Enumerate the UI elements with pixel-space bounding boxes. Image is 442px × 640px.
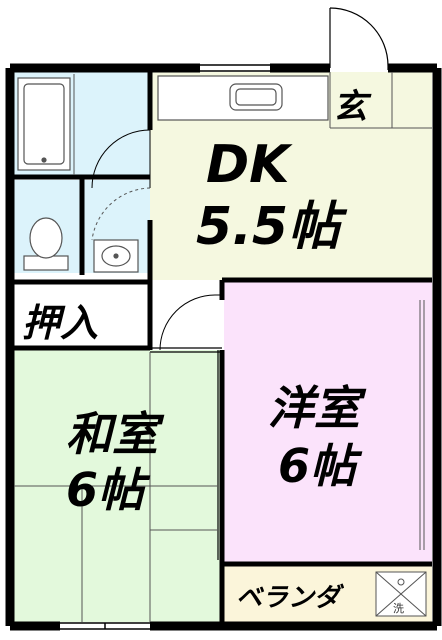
door-swings [91, 129, 222, 351]
entrance-door [329, 7, 389, 70]
entrance-step [329, 72, 432, 129]
dk-size: 5.5帖 [196, 197, 348, 257]
tatami-lines [14, 352, 218, 622]
bathtub [17, 77, 71, 171]
yoshitsu-size: 6帖 [278, 439, 363, 493]
washer-mark: 洗 [393, 602, 404, 615]
toilet [23, 217, 69, 271]
outer-walls [5, 63, 442, 631]
wash-basin [93, 239, 139, 273]
yoshitsu-floor [224, 282, 432, 562]
yoshitsu-name: 洋室 [268, 381, 367, 435]
washitsu-name: 和室 [66, 407, 165, 461]
washitsu-sliding-door [150, 347, 222, 560]
dk-name: DK [206, 135, 293, 195]
closet-label: 押入 [22, 301, 98, 345]
entrance-label: 玄 [333, 87, 372, 127]
top-window [200, 64, 270, 72]
washer-pan [375, 571, 427, 617]
yoshitsu-closet-lines [419, 300, 425, 550]
closet-floor [14, 286, 148, 348]
washroom-door [91, 187, 151, 241]
kitchen-counter [157, 75, 329, 121]
bottom-window [60, 622, 150, 630]
interior-walls [14, 72, 432, 622]
balcony-label: ベランダ [236, 583, 345, 613]
washitsu-size: 6帖 [66, 463, 151, 517]
